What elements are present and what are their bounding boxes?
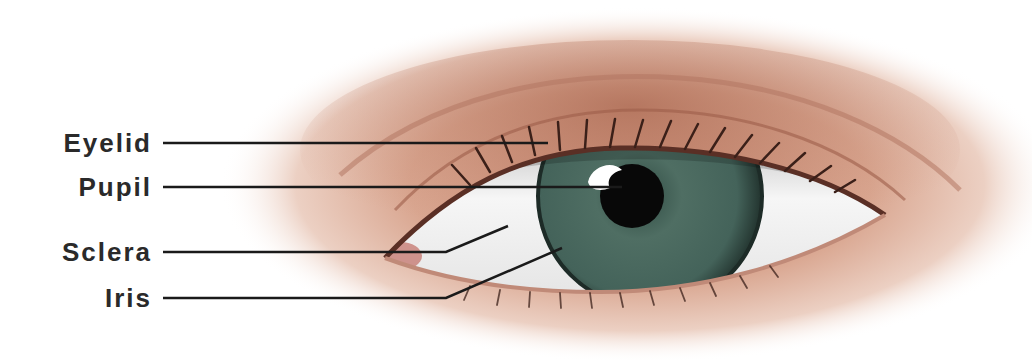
- part-label: Iris: [105, 282, 152, 314]
- part-label: Eyelid: [63, 127, 152, 159]
- part-label: Sclera: [62, 236, 152, 268]
- eyeball: [378, 84, 885, 308]
- leader-lines: [163, 143, 622, 298]
- part-label: Pupil: [78, 171, 152, 203]
- eyelashes: [452, 119, 855, 308]
- skin: [220, 7, 1032, 360]
